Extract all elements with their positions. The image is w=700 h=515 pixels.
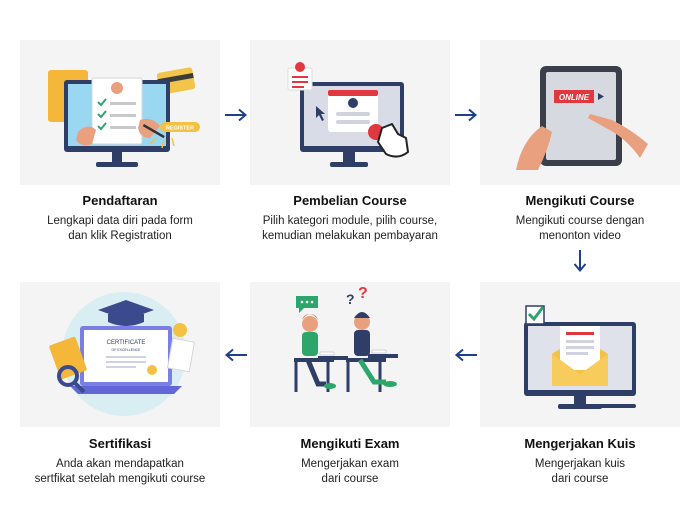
step-5-card: [250, 282, 450, 427]
register-badge-text: REGISTER: [166, 126, 194, 132]
arrow-right-icon: [455, 108, 478, 122]
arrow-down-icon: [573, 250, 587, 273]
svg-text:?: ?: [346, 291, 355, 307]
online-badge-text: ONLINE: [559, 93, 590, 102]
exam-illustration: ? ?: [294, 285, 398, 392]
registration-illustration: REGISTER: [48, 67, 200, 167]
step-4-title: Mengerjakan Kuis: [524, 436, 636, 451]
step-2-description: Pilih kategori module, pilih course, kem…: [262, 215, 438, 242]
arrow-left-icon: [224, 348, 247, 362]
arrow-right-icon: [225, 108, 248, 122]
step-3-description: Mengikuti course dengan menonton video: [515, 215, 645, 242]
certificate-title-text: CERTIFICATE: [107, 340, 146, 346]
purchase-illustration: [287, 62, 409, 167]
step-5-title: Mengikuti Exam: [300, 436, 400, 451]
step-6-description: Anda akan mendapatkan sertfikat setelah …: [34, 458, 206, 485]
arrow-left-icon: [454, 348, 477, 362]
step-6-title: Sertifikasi: [88, 436, 152, 451]
svg-text:?: ?: [358, 285, 368, 302]
certificate-subtitle-text: OF EXCELLENCE: [112, 348, 142, 352]
step-2-title: Pembelian Course: [293, 193, 407, 208]
quiz-illustration: [524, 305, 636, 409]
step-1-description: Lengkapi data diri pada form dan klik Re…: [47, 215, 193, 242]
step-3-title: Mengikuti Course: [525, 193, 635, 208]
online-course-illustration: ONLINE: [516, 66, 648, 170]
step-1-title: Pendaftaran: [82, 193, 158, 208]
certificate-illustration: CERTIFICATE OF EXCELLENCE: [49, 292, 196, 416]
step-4-description: Mengerjakan kuis dari course: [534, 458, 626, 485]
step-5-description: Mengerjakan exam dari course: [301, 458, 399, 485]
